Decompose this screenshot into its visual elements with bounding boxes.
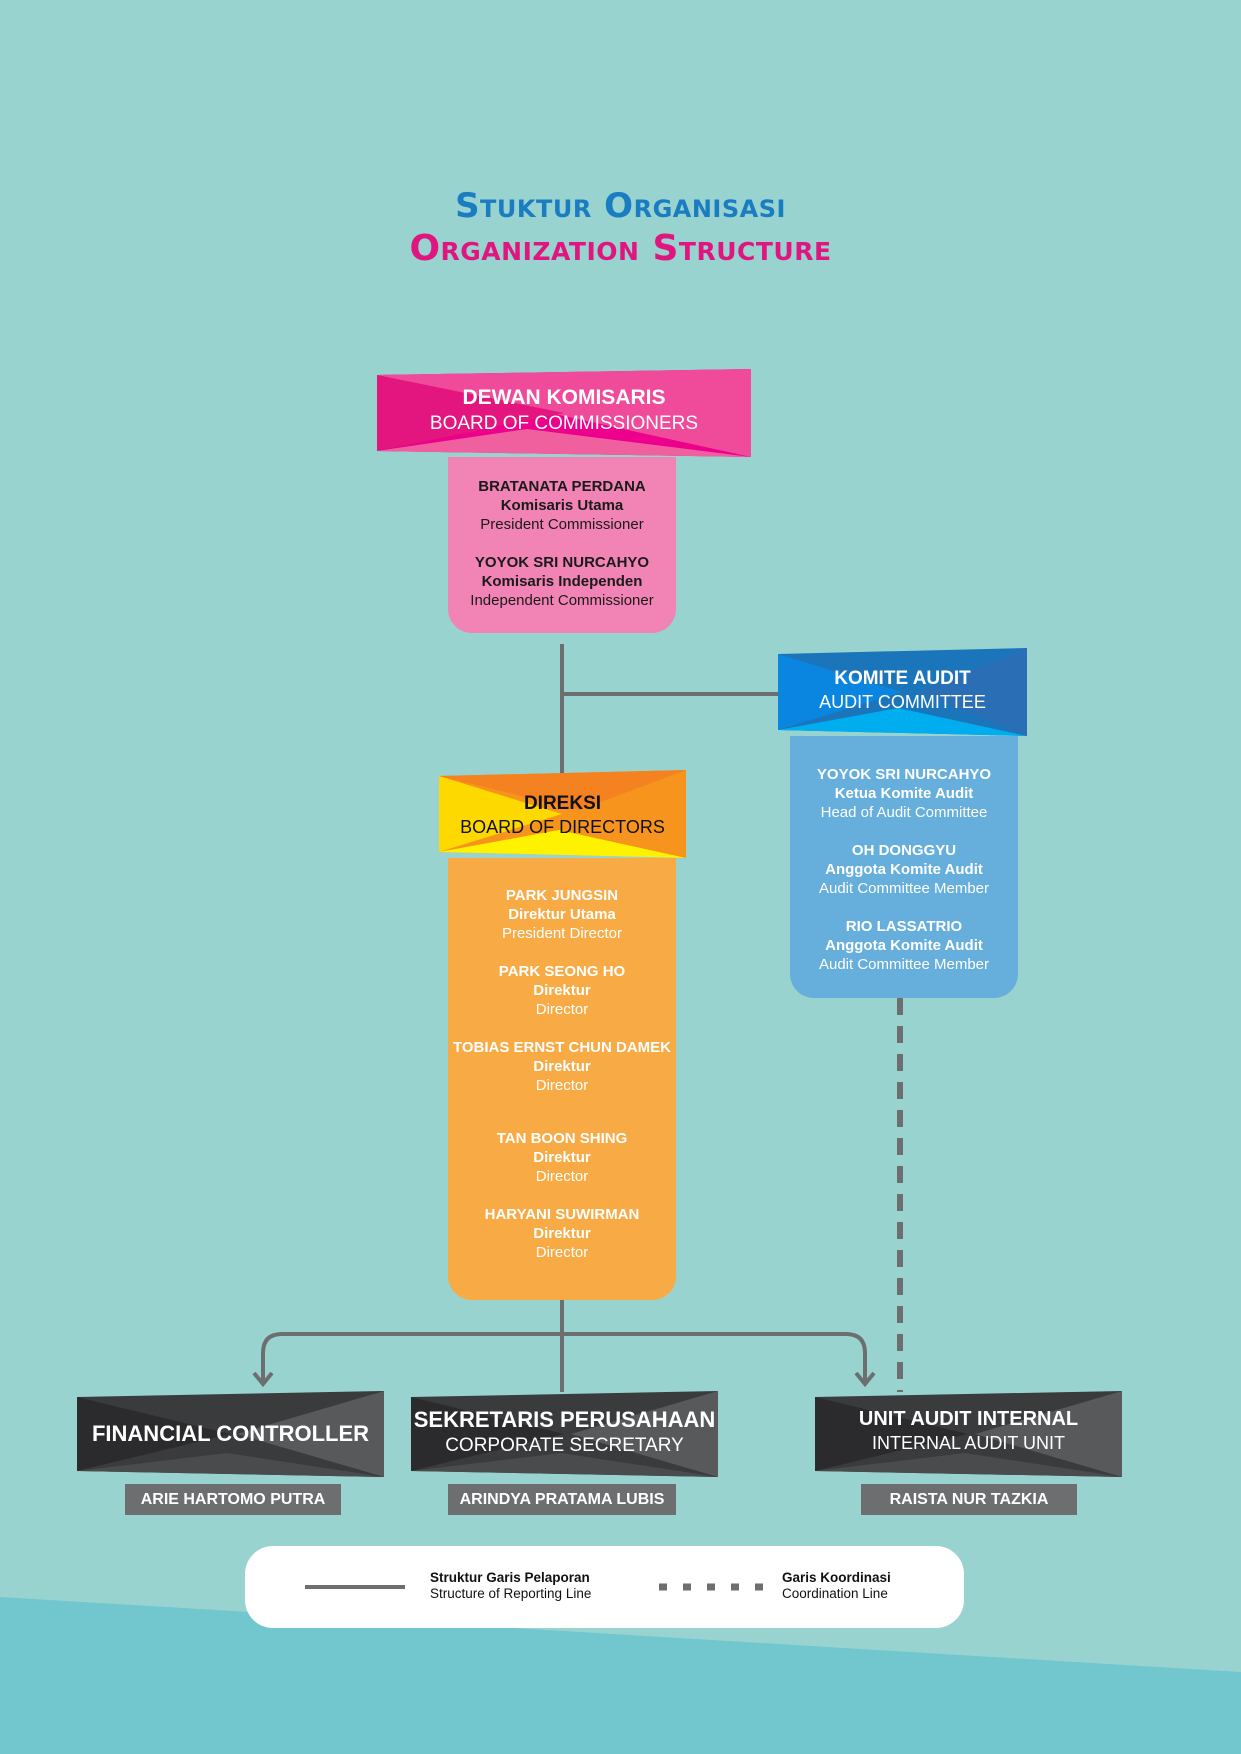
line-branch-left [261, 1332, 562, 1382]
title-english: Organization Structure [409, 228, 832, 269]
line-branch-right [562, 1332, 867, 1382]
legend-solid-line [305, 1585, 405, 1589]
audit-committee-title-en: AUDIT COMMITTEE [819, 692, 986, 712]
internal-audit-unit-banner: UNIT AUDIT INTERNAL INTERNAL AUDIT UNIT [815, 1391, 1122, 1477]
corporate-secretary-person: ARINDYA PRATAMA LUBIS [448, 1484, 676, 1515]
audit-committee-panel: YOYOK SRI NURCAHYO Ketua Komite Audit He… [790, 736, 1018, 998]
arrow-right [854, 1371, 876, 1388]
financial-controller-person: ARIE HARTOMO PUTRA [125, 1484, 341, 1515]
legend-coordination-label: Garis Koordinasi Coordination Line [782, 1570, 891, 1601]
financial-controller-banner: FINANCIAL CONTROLLER [77, 1391, 384, 1477]
audit-committee-member: YOYOK SRI NURCAHYO Ketua Komite Audit He… [816, 766, 992, 821]
bod-title-id: DIREKSI [523, 793, 602, 814]
audit-committee-title-id: KOMITE AUDIT [834, 668, 971, 689]
audit-committee-member: OH DONGGYU Anggota Komite Audit Audit Co… [818, 842, 990, 897]
corporate-secretary-banner: SEKRETARIS PERUSAHAAN CORPORATE SECRETAR… [411, 1391, 718, 1477]
audit-committee-member: RIO LASSATRIO Anggota Komite Audit Audit… [818, 918, 990, 973]
boc-title-id: DEWAN KOMISARIS [462, 386, 666, 409]
board-of-commissioners-panel: BRATANATA PERDANA Komisaris Utama Presid… [448, 457, 676, 633]
legend-reporting-label: Struktur Garis Pelaporan Structure of Re… [430, 1570, 592, 1601]
bod-member: PARK SEONG HO Direktur Director [498, 963, 626, 1018]
board-of-directors-panel: PARK JUNGSIN Direktur Utama President Di… [448, 858, 676, 1300]
boc-title-en: BOARD OF COMMISSIONERS [429, 413, 699, 434]
audit-committee-banner: KOMITE AUDIT AUDIT COMMITTEE [778, 648, 1027, 736]
boc-member: BRATANATA PERDANA Komisaris Utama Presid… [478, 478, 646, 533]
arrow-left [252, 1371, 274, 1388]
internal-audit-unit-title-en: INTERNAL AUDIT UNIT [871, 1433, 1066, 1453]
internal-audit-unit-person: RAISTA NUR TAZKIA [861, 1484, 1077, 1515]
title-indonesian: Stuktur Organisasi [455, 186, 786, 226]
board-of-commissioners-banner: DEWAN KOMISARIS BOARD OF COMMISSIONERS [377, 369, 751, 457]
legend-dashed-line [659, 1583, 769, 1591]
board-of-directors-banner: DIREKSI BOARD OF DIRECTORS [439, 770, 686, 858]
corporate-secretary-title-en: CORPORATE SECRETARY [445, 1435, 684, 1456]
bod-member: TOBIAS ERNST CHUN DAMEK Direktur Directo… [452, 1039, 672, 1094]
bod-member: TAN BOON SHING Direktur Director [496, 1130, 628, 1185]
internal-audit-unit-title-id: UNIT AUDIT INTERNAL [858, 1408, 1079, 1430]
bod-member: PARK JUNGSIN Direktur Utama President Di… [501, 887, 623, 942]
financial-controller-title: FINANCIAL CONTROLLER [91, 1421, 370, 1446]
corporate-secretary-title-id: SEKRETARIS PERUSAHAAN [413, 1407, 716, 1432]
bod-member: HARYANI SUWIRMAN Direktur Director [484, 1206, 640, 1261]
bod-title-en: BOARD OF DIRECTORS [460, 817, 665, 837]
legend: Struktur Garis Pelaporan Structure of Re… [245, 1546, 964, 1628]
boc-member: YOYOK SRI NURCAHYO Komisaris Independen … [470, 554, 654, 609]
